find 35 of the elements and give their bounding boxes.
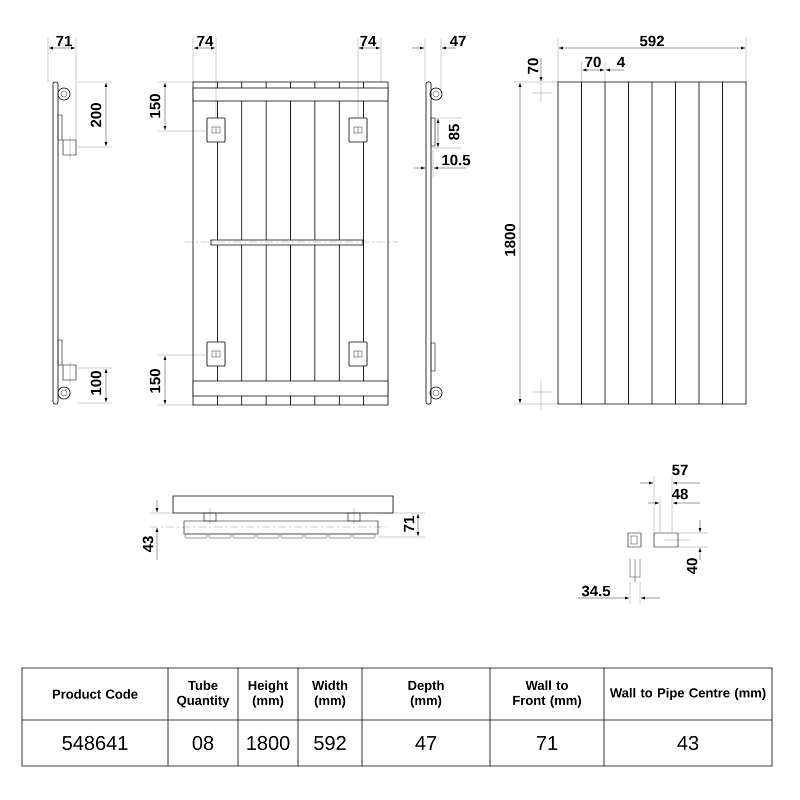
table-value: 592	[314, 736, 346, 750]
table-value: 08	[192, 736, 214, 750]
dimension-label: 74	[197, 36, 214, 46]
dimension-label: 1800	[504, 224, 516, 256]
table-value: 43	[677, 736, 698, 750]
dimension-label: 200	[90, 103, 102, 127]
dimension-label: 74	[360, 36, 376, 46]
column-header: Tube Quantity	[177, 680, 230, 708]
table-value: 548641	[62, 736, 128, 750]
dimension-label: 71	[56, 36, 72, 46]
dimension-label: 47	[450, 36, 466, 46]
column-header: Width (mm)	[312, 680, 348, 708]
dimension-label: 71	[404, 516, 414, 532]
dimension-label: 100	[90, 371, 102, 395]
column-header: Wall to Pipe Centre (mm)	[610, 688, 766, 700]
dimension-label: 4	[617, 56, 626, 68]
dimension-label: 43	[142, 536, 154, 552]
dimension-label: 70	[585, 56, 601, 68]
column-header: Product Code	[52, 689, 138, 699]
dimension-label: 150	[150, 369, 160, 393]
table-value: 71	[536, 736, 558, 750]
dimension-label: 48	[672, 488, 688, 500]
dimension-label: 57	[672, 464, 688, 476]
dimension-label: 40	[686, 558, 698, 574]
column-header: Wall to Front (mm)	[513, 680, 582, 708]
column-header: Depth (mm)	[408, 680, 444, 708]
dimension-label: 592	[640, 36, 664, 46]
table-value: 1800	[247, 736, 290, 750]
column-header: Height (mm)	[248, 680, 288, 708]
dimension-label: 34.5	[582, 586, 610, 596]
dimension-label: 85	[448, 124, 460, 140]
dimension-label: 150	[150, 94, 160, 118]
dimension-label: 70	[528, 58, 538, 74]
table-value: 47	[415, 736, 436, 750]
dimension-label: 10.5	[442, 154, 470, 166]
